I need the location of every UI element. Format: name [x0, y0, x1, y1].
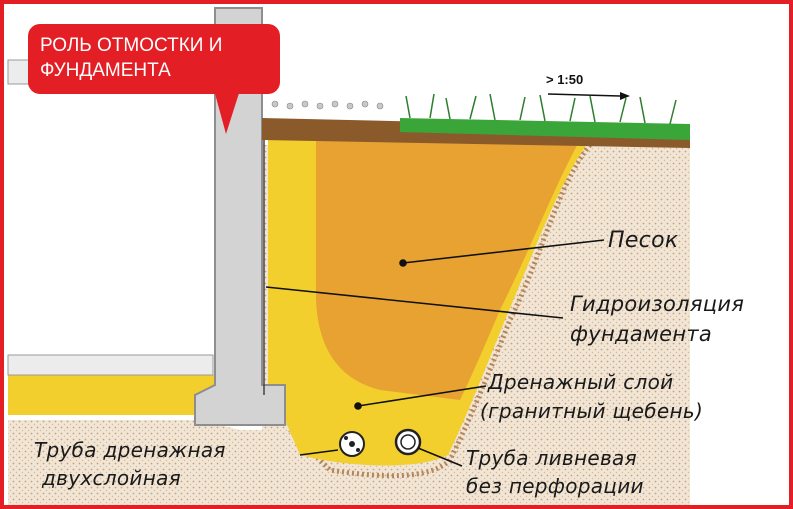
grass-blades	[405, 93, 677, 125]
label-waterproofing-2: фундамента	[570, 322, 713, 346]
leader-drain-pipe	[299, 449, 339, 456]
label-drainage-layer-2: (гранитный щебень)	[480, 399, 704, 423]
leader-drainage	[357, 385, 487, 407]
sand-fill	[316, 140, 580, 400]
paving-pebbles	[271, 100, 384, 110]
label-drain-pipe-1: Труба дренажная	[34, 438, 226, 462]
interior-slab	[7, 354, 214, 376]
leader-storm-pipe	[417, 447, 463, 467]
title-badge: РОЛЬ ОТМОСТКИ И ФУНДАМЕНТА	[28, 24, 280, 94]
slope-arrow-head	[620, 92, 630, 100]
label-storm-pipe-2: без перфорации	[466, 474, 644, 498]
leader-sand	[402, 239, 605, 264]
badge-line-1: РОЛЬ ОТМОСТКИ И	[40, 35, 223, 56]
slope-arrow	[547, 93, 621, 97]
label-storm-pipe-1: Труба ливневая	[466, 446, 637, 470]
badge-pointer	[214, 90, 240, 134]
label-waterproofing-1: Гидроизоляция	[570, 292, 745, 316]
badge-line-2: ФУНДАМЕНТА	[40, 60, 171, 81]
grass-strip	[400, 118, 690, 140]
floor-base	[8, 375, 218, 415]
label-drain-pipe-2: двухслойная	[42, 466, 181, 490]
drain-pipe-double	[339, 431, 365, 457]
trench-edge	[288, 143, 592, 479]
leader-waterproofing	[265, 286, 564, 319]
label-sand: Песок	[608, 228, 679, 253]
building-interior	[8, 60, 213, 355]
label-drainage-layer-1: Дренажный слой	[488, 370, 674, 394]
storm-pipe	[394, 428, 422, 456]
slope-label: > 1:50	[546, 72, 584, 87]
